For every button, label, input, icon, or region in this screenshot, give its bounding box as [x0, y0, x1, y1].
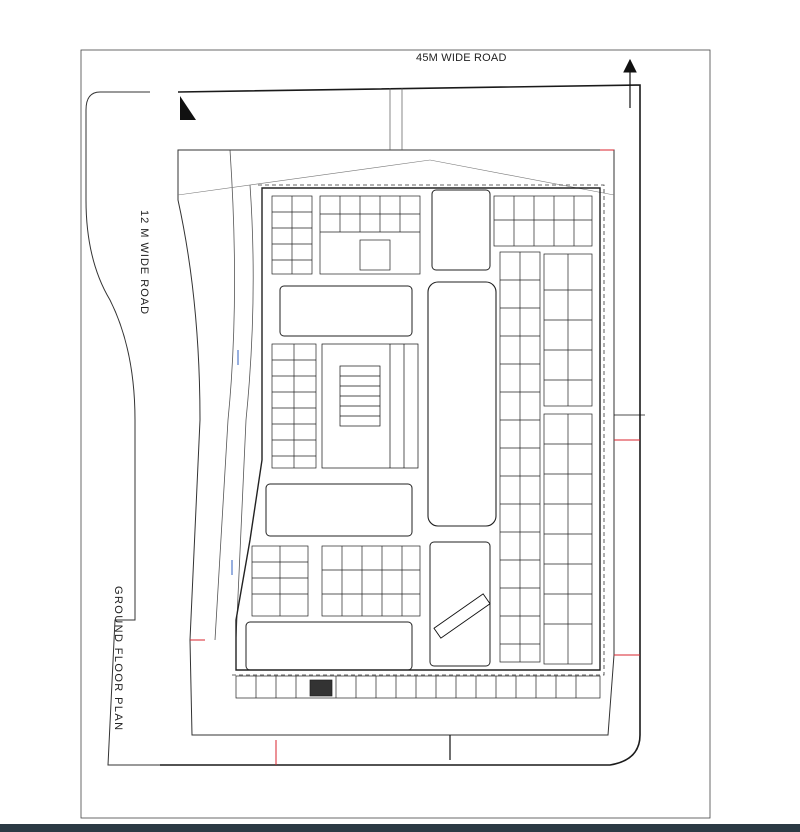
hall-south [265, 483, 413, 537]
escalator-diagonal [433, 593, 491, 639]
bottom-bar [0, 824, 800, 832]
shop-block-right-column [499, 251, 541, 663]
building-outline-dashed [232, 184, 605, 676]
guide-line [177, 159, 431, 196]
core-stair-center [321, 343, 419, 469]
plan-title: GROUND FLOOR PLAN [112, 586, 124, 732]
shop-block-top-mid [319, 195, 421, 275]
inner-boundary [177, 149, 615, 736]
hall-lower-center [429, 541, 491, 667]
road-label-left: 12 M WIDE ROAD [138, 210, 150, 316]
setback-line-left-2 [235, 184, 254, 641]
site-boundary [160, 84, 641, 766]
building-outline [235, 187, 601, 671]
hall-north [279, 285, 413, 337]
red-dimension-marks [190, 149, 640, 765]
north-arrow-top [623, 58, 637, 108]
hall-top-center [431, 189, 491, 271]
shop-block-top-left [271, 195, 313, 275]
road-label-top: 45M WIDE ROAD [416, 52, 507, 64]
site-boundary-left-curve [85, 91, 160, 766]
blue-marks [231, 350, 239, 575]
hall-bottom [245, 621, 413, 671]
central-atrium [427, 281, 497, 527]
shop-block-lower-left [251, 545, 421, 617]
shop-block-top-right [493, 195, 593, 247]
setback-line-left [214, 149, 235, 641]
shop-block-far-right-column [543, 253, 593, 665]
north-arrow-left [180, 96, 196, 120]
shop-block-mid-left [271, 343, 317, 469]
guide-line [429, 159, 615, 196]
sheet-border [80, 49, 711, 819]
shop-strip-bottom [235, 675, 601, 699]
